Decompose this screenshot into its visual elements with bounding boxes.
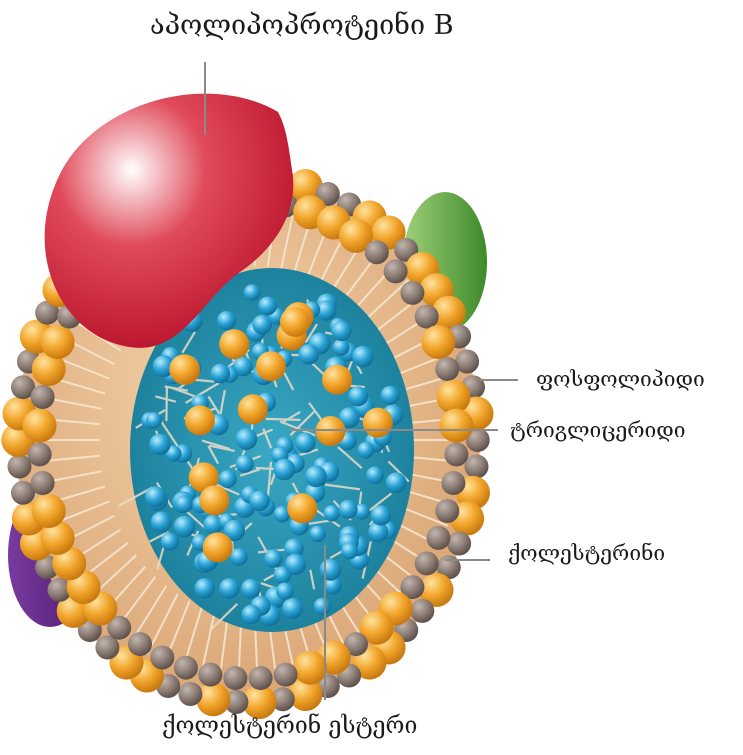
phospholipid-head-bead [198,663,222,687]
triglyceride-molecule [295,433,315,453]
triglyceride-molecule [348,386,368,406]
cholesterol-ester-molecule [256,351,286,381]
triglyceride-molecule [319,559,341,581]
triglyceride-molecule [217,311,236,330]
triglyceride-molecule [161,533,179,551]
phospholipid-head-bead [400,281,424,305]
phospholipid-head-bead [410,599,434,623]
triglyceride-molecule [145,486,166,507]
triglyceride-molecule [230,548,248,566]
phospholipid-head-bead [150,646,174,670]
triglyceride-molecule [241,579,261,599]
triglyceride-molecule [244,284,261,301]
cholesterol-ester-molecule [280,307,310,337]
triglyceride-molecule [236,428,258,450]
phospholipid-head-bead [223,666,247,690]
triglyceride-molecule [314,598,331,615]
phospholipid-head-bead [31,471,55,495]
cholesterol-ester-molecule [169,354,199,384]
cholesterol-bead [41,325,75,359]
phospholipid-head-bead [274,663,298,687]
phospholipid-head-bead [435,357,459,381]
phospholipid-head-bead [384,259,408,283]
phospholipid-head-bead [441,471,465,495]
triglyceride-molecule [194,578,214,598]
cholesterol-ester-molecule [287,493,317,523]
triglyceride-molecule [285,554,306,575]
triglyceride-molecule [146,412,162,428]
triglyceride-molecule [339,500,358,519]
cholesterol-ester-molecule [238,394,268,424]
cholesterol-ester-molecule [203,532,233,562]
triglyceride-molecule [309,526,326,543]
label-cholesterol: ქოლესტერინი [508,541,665,565]
phospholipid-head-bead [447,532,471,556]
phospholipid-head-bead [415,305,439,329]
phospholipid-head-bead [444,442,468,466]
cholesterol-bead [196,682,230,716]
triglyceride-molecule [298,344,319,365]
triglyceride-molecule [219,470,237,488]
phospholipid-head-bead [31,385,55,409]
triglyceride-molecule [366,466,384,484]
phospholipid-head-bead [128,632,152,656]
triglyceride-molecule [324,505,340,521]
phospholipid-head-bead [365,240,389,264]
triglyceride-molecule [174,516,196,538]
phospholipid-head-bead [249,666,273,690]
cholesterol-bead [439,409,473,443]
triglyceride-molecule [352,346,374,368]
cholesterol-bead [32,494,66,528]
triglyceride-molecule [151,512,172,533]
triglyceride-molecule [357,442,374,459]
label-phospholipid: ფოსფოლიპიდი [536,367,705,391]
triglyceride-molecule [371,505,391,525]
phospholipid-head-bead [178,682,202,706]
triglyceride-molecule [249,490,270,511]
phospholipid-head-bead [426,526,450,550]
triglyceride-molecule [210,364,230,384]
phospholipid-head-bead [174,656,198,680]
triglyceride-molecule [149,434,170,455]
cholesterol-bead [293,651,327,685]
triglyceride-molecule [219,578,239,598]
triglyceride-molecule [381,386,400,405]
phospholipid-head-bead [435,499,459,523]
cholesterol-ester-molecule [185,405,215,435]
cholesterol-bead [421,325,455,359]
label-triglyceride: ტრიგლიცერიდი [510,418,686,442]
phospholipid-head-bead [28,442,52,466]
triglyceride-molecule [236,455,254,473]
phospholipid-head-bead [415,551,439,575]
cholesterol-ester-molecule [322,365,352,395]
cholesterol-ester-molecule [199,485,229,515]
phospholipid-head-bead [8,455,32,479]
triglyceride-molecule [333,339,350,356]
triglyceride-molecule [305,466,327,488]
triglyceride-molecule [386,472,407,493]
triglyceride-molecule [264,549,283,568]
triglyceride-molecule [258,296,277,315]
triglyceride-molecule [242,605,261,624]
cholesterol-ester-molecule [219,329,249,359]
label-cholesterol-ester: ქოლესტერინ ესტერი [162,713,417,739]
triglyceride-molecule [175,495,193,513]
cholesterol-ester-molecule [363,408,393,438]
triglyceride-molecule [276,582,293,599]
phospholipid-head-bead [465,455,489,479]
triglyceride-molecule [282,598,303,619]
triglyceride-molecule [274,459,296,481]
triglyceride-molecule [233,357,253,377]
triglyceride-molecule [331,321,351,341]
triglyceride-molecule [341,542,358,559]
cholesterol-bead [23,409,57,443]
label-apolipoprotein-b: აპოლიპოპროტეინი B [150,10,454,41]
